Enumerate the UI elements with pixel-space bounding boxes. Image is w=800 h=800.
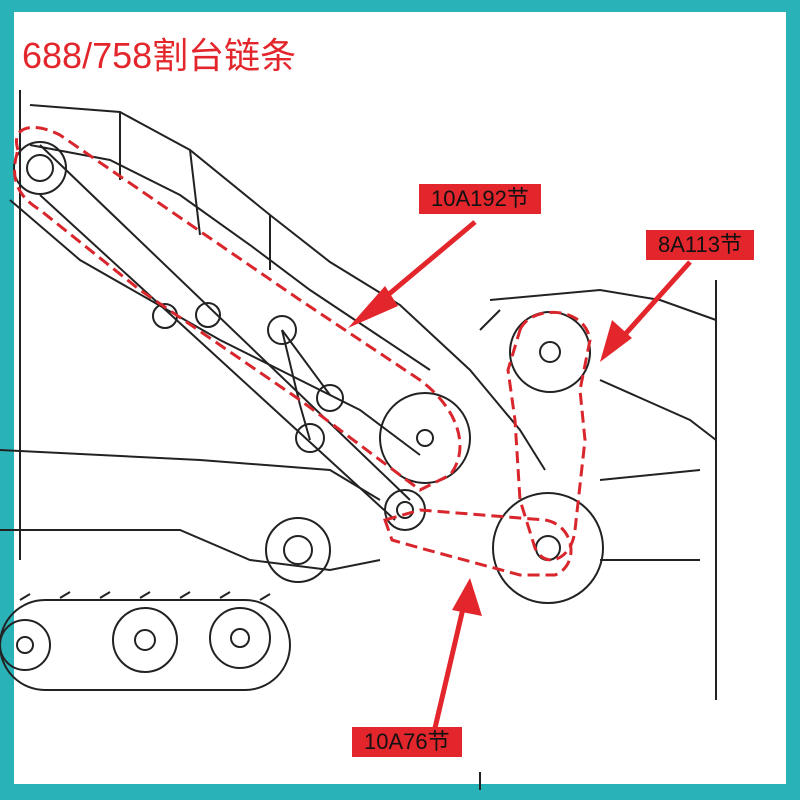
track-sprocket-hub: [283, 535, 313, 565]
idler-pulley-5: [295, 423, 325, 453]
idler-pulley-4: [316, 384, 344, 412]
lower-pulley: [492, 492, 604, 604]
chain-path-long: [13, 126, 462, 492]
large-pulley-center-hub: [416, 429, 434, 447]
arrow-upper-chain-head: [600, 320, 632, 362]
track-roller-3-hub: [230, 628, 250, 648]
head-pulley: [13, 141, 67, 195]
track-roller-3: [209, 607, 271, 669]
arrow-upper-chain-line: [618, 260, 692, 342]
track-roller-2-hub: [134, 629, 156, 651]
conveyor-run-upper: [39, 144, 411, 501]
arrow-lower-chain-head: [452, 578, 482, 616]
callout-chain-upper: 8A113节: [646, 230, 754, 260]
drive-sprocket-mid-hub: [396, 501, 414, 519]
drawing-canvas: [14, 12, 786, 784]
conveyor-run-lower: [39, 194, 396, 521]
upper-pulley-hub: [539, 341, 561, 363]
header-body-outline: [29, 104, 546, 471]
track-roller-1-hub: [16, 636, 34, 654]
diagram-title: 688/758割台链条: [22, 35, 297, 76]
rear-housing: [479, 288, 717, 331]
support-frame-left: [0, 449, 381, 501]
arrow-long-chain-head: [348, 286, 398, 328]
header-rib-2: [189, 149, 201, 236]
idler-link-1: [281, 329, 301, 406]
callout-chain-long: 10A192节: [419, 184, 541, 214]
support-frame-right: [599, 379, 717, 561]
track-sprocket: [265, 517, 331, 583]
head-pulley-hub: [26, 154, 54, 182]
chain-path-lower: [383, 508, 573, 577]
crawler-track-lug: [19, 591, 271, 601]
idler-link-2: [299, 404, 311, 441]
callout-chain-lower: 10A76节: [352, 727, 462, 757]
support-frame-lower: [0, 529, 381, 572]
header-inner-outline: [29, 144, 431, 371]
idler-pulley-3: [267, 315, 297, 345]
track-roller-2: [112, 607, 178, 673]
track-roller-1: [0, 619, 51, 671]
idler-pulley-2: [195, 302, 221, 328]
header-lower-outline: [9, 199, 421, 456]
crawler-track-outline: [0, 599, 291, 691]
chain-path-upper: [506, 310, 592, 562]
arrow-lower-chain-line: [432, 599, 468, 729]
large-pulley-center: [379, 392, 471, 484]
